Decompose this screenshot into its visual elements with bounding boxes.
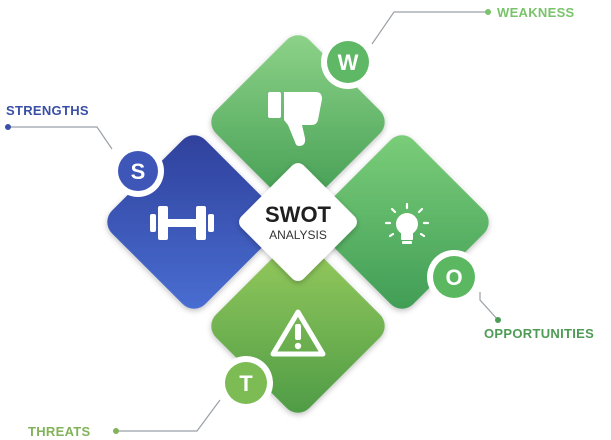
weakness-connector (371, 11, 488, 45)
weakness-badge: W (321, 35, 375, 89)
threats-connector-dot (113, 428, 119, 434)
threats-badge: T (219, 356, 273, 410)
weakness-connector-dot (485, 9, 491, 15)
threats-letter: T (239, 371, 253, 396)
center-diamond (239, 163, 357, 281)
threats-connector (116, 399, 221, 432)
opportunities-label: OPPORTUNITIES (484, 326, 595, 341)
strengths-label: STRENGTHS (6, 103, 89, 118)
center-title: SWOT (265, 202, 332, 227)
dumbbell-icon (150, 206, 214, 240)
opportunities-badge: O (427, 250, 481, 304)
thumbs-down-icon (268, 92, 322, 146)
weakness-letter: W (338, 50, 359, 75)
strengths-connector (8, 126, 113, 150)
strengths-badge: S (112, 145, 164, 197)
center-subtitle: ANALYSIS (269, 228, 327, 242)
opportunities-connector (479, 292, 499, 321)
warning-icon (270, 309, 326, 357)
connector-lines (8, 11, 499, 432)
strengths-connector-dot (5, 124, 11, 130)
weakness-label: WEAKNESS (497, 5, 575, 20)
lightbulb-icon (384, 202, 430, 244)
opportunities-letter: O (445, 265, 462, 290)
strengths-letter: S (131, 159, 146, 184)
threats-label: THREATS (28, 424, 91, 439)
opportunities-connector-dot (495, 317, 501, 323)
